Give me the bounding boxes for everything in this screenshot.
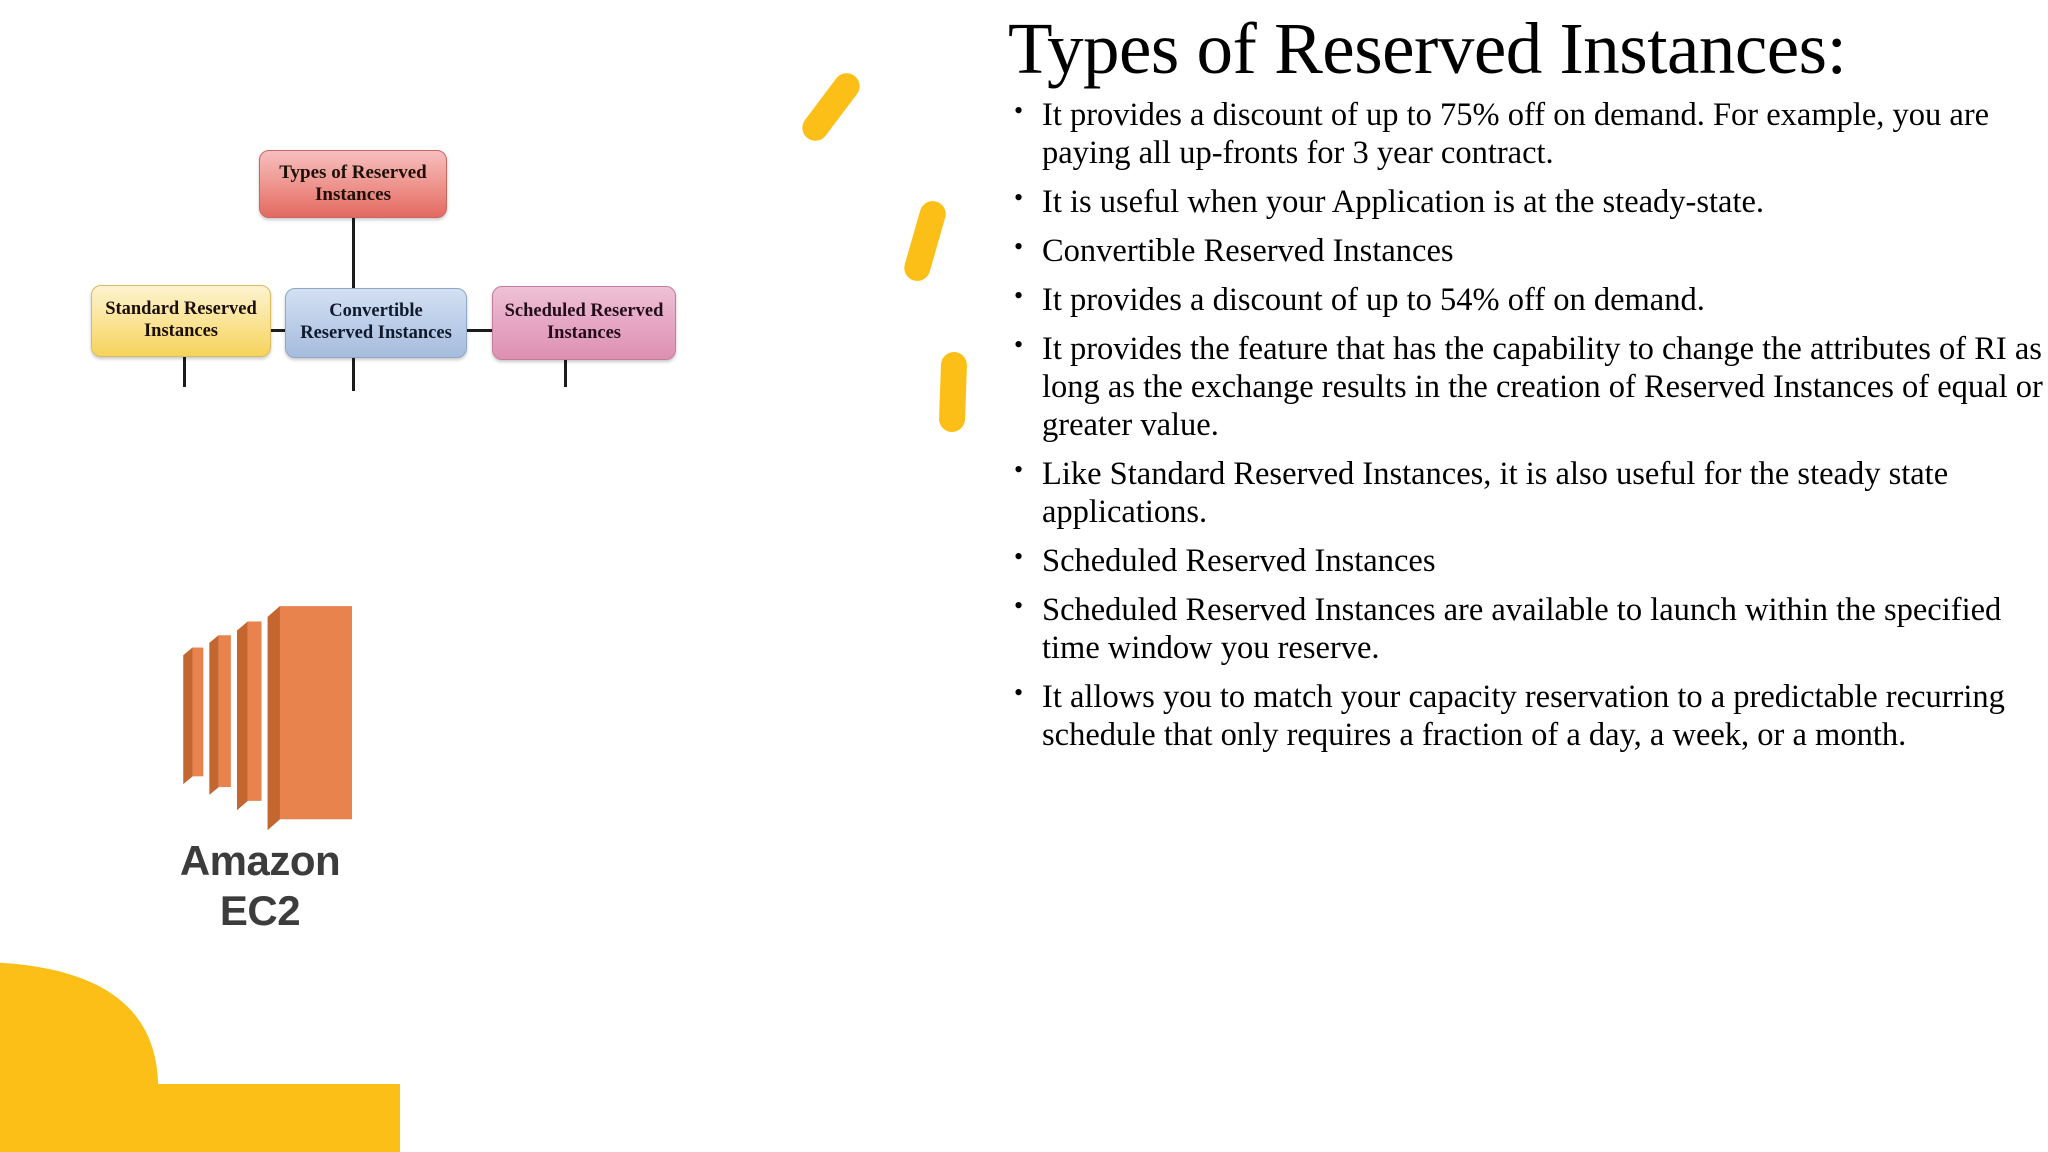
connector-drop-mid [352,329,355,391]
left-column: Types of Reserved Instances Standard Res… [0,0,990,1152]
right-column: Types of Reserved Instances: It provides… [1000,0,2048,1152]
page-title: Types of Reserved Instances: [1008,8,1847,89]
diagram-node-root: Types of Reserved Instances [259,150,447,218]
amazon-ec2-logo: Amazon EC2 [100,600,420,935]
reserved-instances-diagram: Types of Reserved Instances Standard Res… [0,0,990,500]
ec2-logo-text: Amazon EC2 [100,836,420,935]
diagram-node-standard-label: Standard Reserved Instances [105,299,257,341]
diagram-node-scheduled-label: Scheduled Reserved Instances [504,301,664,343]
diagram-node-convertible: Convertible Reserved Instances [285,288,467,358]
list-item: It provides a discount of up to 54% off … [1000,279,2044,319]
list-item: Scheduled Reserved Instances are availab… [1000,589,2044,667]
list-item: It provides a discount of up to 75% off … [1000,94,2044,172]
diagram-node-convertible-label: Convertible Reserved Instances [300,301,452,343]
list-item: It is useful when your Application is at… [1000,181,2044,221]
diagram-node-scheduled: Scheduled Reserved Instances [492,286,676,360]
bullet-list: It provides a discount of up to 75% off … [1000,94,2048,754]
diagram-node-root-label: Types of Reserved Instances [279,161,427,205]
diagram-node-standard: Standard Reserved Instances [91,285,271,357]
list-item: Like Standard Reserved Instances, it is … [1000,453,2044,531]
connector-drop-left [183,329,186,387]
list-item: It provides the feature that has the cap… [1000,328,2044,444]
ec2-logo-text-line1: Amazon [179,837,341,884]
ec2-cube-icon [183,606,352,830]
ec2-logo-text-line2: EC2 [219,886,301,934]
list-item: Convertible Reserved Instances [1000,230,2044,270]
dash-decoration-3 [938,351,968,433]
list-item: It allows you to match your capacity res… [1000,676,2044,754]
list-item: Scheduled Reserved Instances [1000,540,2044,580]
connector-root-stem [352,218,355,330]
